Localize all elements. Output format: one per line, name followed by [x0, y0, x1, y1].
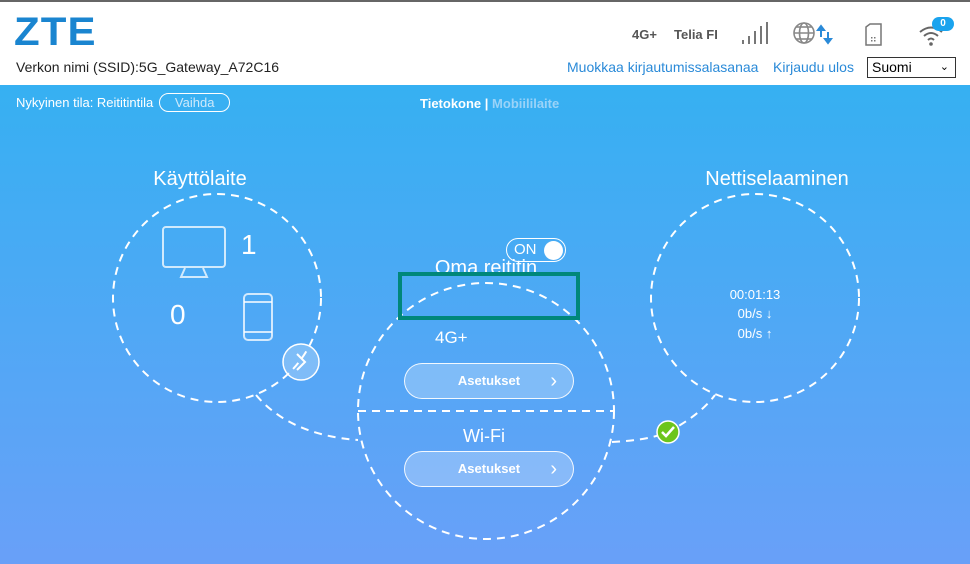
change-mode-button[interactable]: Vaihda	[158, 93, 231, 112]
download-rate: 0b/s ↓	[737, 306, 773, 321]
mobile-count: 0	[170, 299, 186, 330]
computer-count: 1	[241, 229, 257, 260]
operator: Telia FI	[674, 27, 718, 42]
toggle-label: ON	[514, 241, 537, 258]
language-value: Suomi	[872, 59, 912, 75]
view-switch: Tietokone | Mobiililaite	[420, 96, 559, 111]
network-toggle[interactable]: ON	[506, 238, 566, 262]
devices-circle	[112, 193, 322, 403]
chevron-right-icon: ›	[550, 458, 557, 480]
wifi-clients-badge: 0	[932, 17, 954, 31]
connection-time: 00:01:13	[729, 287, 781, 302]
devices-more-button	[282, 343, 320, 381]
wifi-label: Wi-Fi	[463, 426, 505, 446]
separator: |	[481, 96, 493, 111]
chevron-right-icon	[296, 353, 307, 371]
logout-link[interactable]: Kirjaudu ulos	[773, 59, 854, 75]
language-select[interactable]: Suomi ⌄	[867, 57, 956, 78]
network-label: 4G+	[435, 328, 468, 347]
ssid-label: Verkon nimi (SSID):5G_Gateway_A72C16	[16, 59, 280, 75]
zte-logo: ZTE	[14, 10, 97, 54]
main-panel: Nykyinen tila: Reititintila Vaihda Tieto…	[0, 85, 970, 564]
globe-data-icon	[793, 22, 833, 45]
view-mobile[interactable]: Mobiililaite	[492, 96, 560, 111]
link-devices-router	[255, 394, 359, 441]
edit-password-link[interactable]: Muokkaa kirjautumissalasanaa	[567, 59, 759, 75]
devices-title: Käyttölaite	[153, 168, 247, 190]
chevron-down-icon: ⌄	[939, 61, 949, 73]
chevron-right-icon: ›	[550, 370, 557, 392]
signal-icon	[742, 22, 768, 44]
mode-label: Nykyinen tila: Reititintila	[16, 95, 154, 110]
phone-icon	[243, 293, 273, 341]
view-computer[interactable]: Tietokone	[420, 96, 482, 111]
wifi-settings-button[interactable]: Asetukset ›	[404, 451, 574, 487]
mode-status: Nykyinen tila: Reititintila Vaihda	[16, 93, 231, 112]
settings-label: Asetukset	[457, 373, 521, 388]
settings-label: Asetukset	[457, 461, 521, 476]
sim-card-icon	[865, 23, 882, 46]
internet-title: Nettiselaaminen	[705, 168, 849, 190]
highlight-box	[398, 272, 580, 320]
toggle-knob	[544, 241, 563, 260]
internet-circle	[650, 193, 860, 403]
header: ZTE Verkon nimi (SSID):5G_Gateway_A72C16…	[0, 0, 970, 85]
network-type: 4G+	[632, 27, 657, 42]
monitor-icon	[162, 226, 226, 278]
network-settings-button[interactable]: Asetukset ›	[404, 363, 574, 399]
upload-rate: 0b/s ↑	[737, 326, 773, 341]
